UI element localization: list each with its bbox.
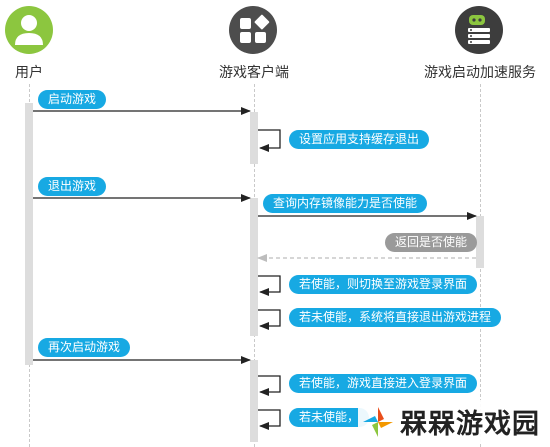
user-icon bbox=[5, 6, 53, 54]
watermark: 槑槑游戏园 bbox=[358, 400, 544, 443]
message-switch-login: 若使能，则切换至游戏登录界面 bbox=[289, 275, 478, 294]
watermark-text: 槑槑游戏园 bbox=[400, 409, 540, 440]
message-not-enabled: 若未使能， bbox=[289, 408, 370, 427]
actor-label-game-client: 游戏客户端 bbox=[219, 65, 289, 81]
watermark-logo-icon bbox=[363, 406, 393, 437]
message-return-enabled: 返回是否使能 bbox=[385, 233, 478, 252]
message-restart-game: 再次启动游戏 bbox=[38, 338, 131, 357]
actor-label-acceleration-service: 游戏启动加速服务 bbox=[424, 65, 536, 81]
message-query-mirror: 查询内存镜像能力是否使能 bbox=[263, 194, 428, 213]
arrow-self-switch-login bbox=[258, 275, 281, 296]
message-exit-game: 退出游戏 bbox=[38, 177, 107, 196]
actor-label-user: 用户 bbox=[15, 65, 43, 81]
activation-game-client-3 bbox=[250, 360, 258, 442]
arrow-self-not-enabled bbox=[258, 409, 281, 430]
activation-game-client-1 bbox=[250, 112, 258, 164]
gamepad-server-icon bbox=[455, 6, 503, 54]
app-grid-icon bbox=[229, 6, 277, 54]
arrow-self-cache-exit bbox=[258, 129, 281, 152]
message-exit-process: 若未使能，系统将直接退出游戏进程 bbox=[289, 308, 502, 327]
arrow-self-exit-process bbox=[258, 309, 281, 330]
message-start-game: 启动游戏 bbox=[38, 90, 107, 109]
message-enter-login: 若使能，游戏直接进入登录界面 bbox=[289, 374, 478, 393]
arrow-self-enter-login bbox=[258, 375, 281, 396]
message-set-cache-exit: 设置应用支持缓存退出 bbox=[289, 130, 430, 149]
activation-acceleration-service bbox=[476, 216, 484, 268]
activation-game-client-2 bbox=[250, 198, 258, 336]
activation-user bbox=[25, 103, 33, 365]
